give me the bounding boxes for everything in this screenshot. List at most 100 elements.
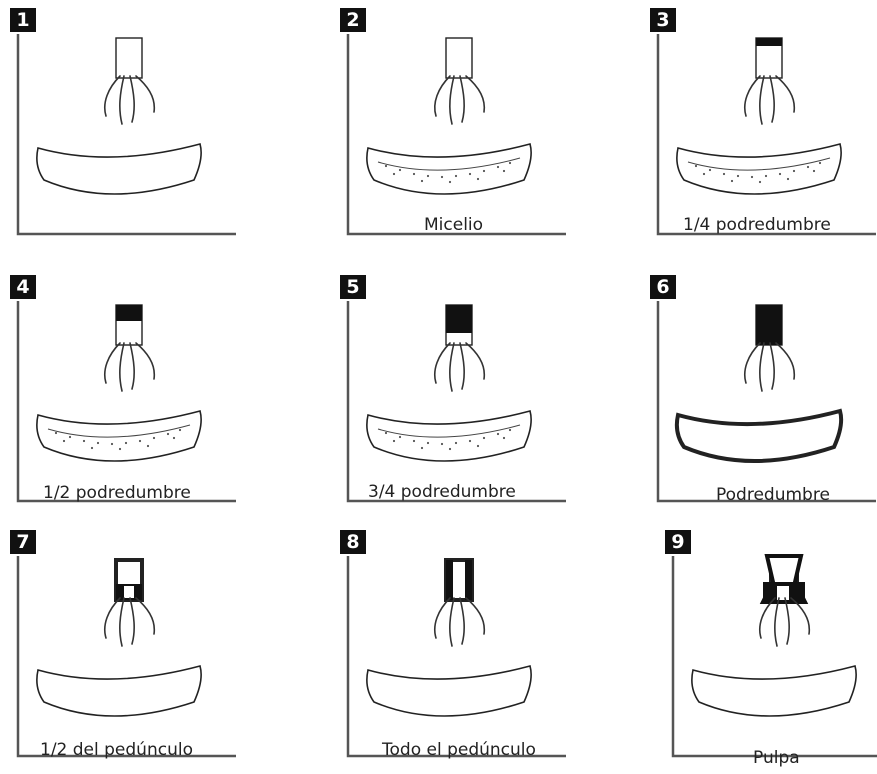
crown-outline (116, 38, 142, 78)
rot-dot (483, 170, 485, 172)
stage-number-badge: 2 (340, 8, 366, 32)
rot-dot (83, 440, 85, 442)
stage-panel-7: 7 1/2 del pedúnculo (10, 530, 250, 770)
rot-dot (751, 176, 753, 178)
rot-dot (703, 173, 705, 175)
rot-dot (503, 170, 505, 172)
rot-dot (139, 440, 141, 442)
rot-dot (469, 440, 471, 442)
stage-caption: Podredumbre (716, 485, 830, 505)
banana-slice (37, 144, 201, 194)
rot-dot (441, 443, 443, 445)
banana-drawing (340, 530, 580, 770)
rot-dot (497, 433, 499, 435)
stage-caption: 1/4 podredumbre (683, 215, 831, 235)
stage-panel-5: 5 3/4 podredumbre (340, 275, 580, 515)
rot-dot (779, 173, 781, 175)
banana-slice (367, 666, 531, 716)
rot-dot (695, 165, 697, 167)
rot-dot (97, 442, 99, 444)
finger-lines (435, 76, 485, 124)
stage-caption: 1/2 podredumbre (43, 483, 191, 503)
rot-cap-fill (116, 305, 142, 321)
stage-panel-3: 3 1/4 podredumbre (650, 8, 877, 248)
banana-drawing (340, 8, 580, 248)
rot-dot (807, 166, 809, 168)
rot-dot (173, 437, 175, 439)
rot-dot (709, 169, 711, 171)
rot-dot (385, 165, 387, 167)
rot-dot (731, 180, 733, 182)
stem-rot-fill-right (465, 560, 472, 600)
rot-dot (55, 432, 57, 434)
rot-dot (427, 175, 429, 177)
rot-dot (509, 429, 511, 431)
stage-number-badge: 1 (10, 8, 36, 32)
rot-dot (455, 442, 457, 444)
banana-slice (677, 411, 841, 461)
rot-dot (477, 178, 479, 180)
rot-dot (793, 170, 795, 172)
rot-dot (147, 445, 149, 447)
stem-gap (124, 586, 134, 598)
rot-dot (153, 437, 155, 439)
rot-dot (91, 447, 93, 449)
rot-dot (385, 432, 387, 434)
rot-dot (393, 440, 395, 442)
stage-panel-9: 9 Pulpa (665, 530, 877, 770)
banana-drawing (650, 8, 877, 248)
rot-dot (759, 181, 761, 183)
rot-dot (449, 448, 451, 450)
banana-drawing (10, 275, 250, 515)
banana-drawing (10, 8, 250, 248)
rot-dot (497, 166, 499, 168)
crown-outline (446, 38, 472, 78)
rot-dot (503, 437, 505, 439)
banana-drawing (650, 275, 877, 515)
rot-cap-fill (446, 305, 472, 333)
rot-dot (737, 175, 739, 177)
finger-lines (105, 598, 155, 646)
banana-slice (367, 144, 531, 194)
finger-lines (105, 76, 155, 124)
stage-number-badge: 7 (10, 530, 36, 554)
rot-dot (441, 176, 443, 178)
rot-dot (413, 173, 415, 175)
rot-dot (469, 173, 471, 175)
banana-drawing (340, 275, 580, 515)
stage-caption: Pulpa (753, 748, 800, 768)
rot-cap-fill (756, 305, 782, 345)
stage-number-badge: 6 (650, 275, 676, 299)
stage-number-badge: 9 (665, 530, 691, 554)
rot-dot (421, 180, 423, 182)
finger-lines (435, 343, 485, 391)
banana-slice (37, 666, 201, 716)
stage-caption: Todo el pedúnculo (382, 740, 536, 760)
stage-caption: Micelio (424, 215, 483, 235)
rot-dot (819, 162, 821, 164)
stage-caption: 3/4 podredumbre (368, 482, 516, 502)
rot-dot (427, 442, 429, 444)
stage-number-badge: 5 (340, 275, 366, 299)
finger-lines (105, 343, 155, 391)
banana-slice (367, 411, 531, 461)
banana-slice (677, 144, 841, 194)
rot-dot (449, 181, 451, 183)
rot-dot (167, 433, 169, 435)
stage-panel-4: 4 1/2 podredumbre (10, 275, 250, 515)
finger-lines (745, 343, 795, 391)
rot-cap-fill (756, 38, 782, 46)
rot-dot (63, 440, 65, 442)
rot-dot (477, 445, 479, 447)
rot-dot (399, 436, 401, 438)
finger-lines (435, 598, 485, 646)
finger-lines (760, 598, 810, 646)
stage-number-badge: 4 (10, 275, 36, 299)
rot-dot (125, 442, 127, 444)
banana-slice (37, 411, 201, 461)
rot-dot (483, 437, 485, 439)
stage-caption: 1/2 del pedúnculo (40, 740, 193, 760)
rot-dot (813, 170, 815, 172)
stage-panel-2: 2 Micelio (340, 8, 580, 248)
stage-panel-6: 6 Podredumbre (650, 275, 877, 515)
